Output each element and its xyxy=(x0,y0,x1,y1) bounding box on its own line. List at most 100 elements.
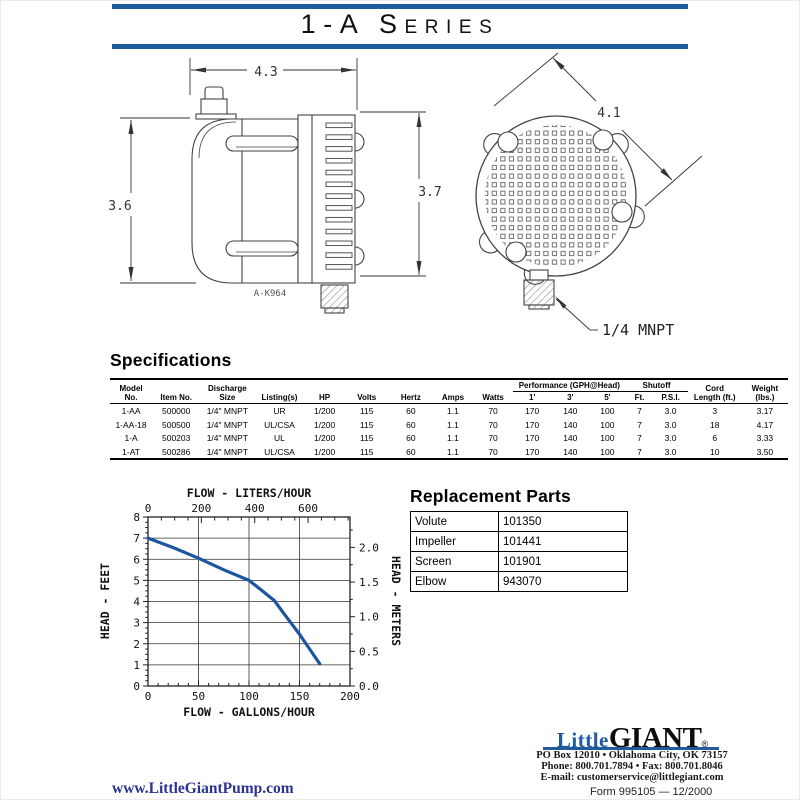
table-cell: 1.1 xyxy=(447,446,459,457)
column-header-hertz: Hertz xyxy=(388,379,433,405)
left-axis-title: HEAD - FEET xyxy=(98,563,112,639)
table-cell: 170 xyxy=(525,446,540,457)
part-number: 101901 xyxy=(498,551,628,572)
table-cell: UL xyxy=(274,433,285,444)
part-name: Elbow xyxy=(410,571,499,592)
drawing-part-code: A-K964 xyxy=(254,289,287,299)
bottom-axis-title: FLOW - GALLONS/HOUR xyxy=(183,705,315,719)
table-cell: UL/CSA xyxy=(264,419,295,430)
shutoff-group-header: Shutoff xyxy=(625,379,688,393)
address-line: PO Box 12010 • Oklahoma City, OK 73157 xyxy=(536,750,728,761)
part-name: Impeller xyxy=(410,531,499,552)
side-view-threaded-fitting xyxy=(320,284,349,314)
table-cell: 70 xyxy=(488,406,498,417)
table-cell: 170 xyxy=(525,419,540,430)
table-cell: 500500 xyxy=(161,419,191,430)
left-tick-label: 7 xyxy=(133,532,140,545)
column-header-volts: Volts xyxy=(344,379,389,405)
right-axis-title: HEAD - METERS xyxy=(389,556,403,646)
logo-rule xyxy=(543,747,719,750)
side-view-dimension-arrows xyxy=(128,67,422,281)
table-cell: 500000 xyxy=(161,406,191,417)
table-cell: 1.1 xyxy=(447,433,459,444)
table-cell: 7 xyxy=(637,419,642,430)
table-cell: 1-AT xyxy=(122,446,140,457)
left-tick-label: 3 xyxy=(133,617,140,630)
technical-drawings: 4.3 3.6 3.7 A-K964 xyxy=(108,52,703,339)
table-cell: 115 xyxy=(359,406,374,417)
table-cell: 60 xyxy=(406,446,416,457)
table-cell: 3.33 xyxy=(756,433,774,444)
column-header-3ft: 3' xyxy=(551,391,590,405)
column-header-cord: Cord Length (ft.) xyxy=(687,379,742,405)
table-cell: 115 xyxy=(359,433,374,444)
performance-group-header: Performance (GPH@Head) xyxy=(513,379,626,393)
side-view-dimension-lines xyxy=(120,58,426,284)
table-cell: 3.17 xyxy=(756,406,774,417)
column-header-listings: Listing(s) xyxy=(254,379,305,405)
table-cell: 100 xyxy=(600,406,615,417)
right-tick-label: 0.5 xyxy=(359,645,379,658)
bottom-tick-label: 0 xyxy=(145,690,152,703)
table-cell: 70 xyxy=(488,419,498,430)
table-cell: 3.50 xyxy=(756,446,774,457)
website-link[interactable]: www.LittleGiantPump.com xyxy=(112,780,294,797)
performance-curve xyxy=(146,536,322,666)
part-number: 101350 xyxy=(498,511,628,532)
front-diagonal-dimension: 4.1 xyxy=(597,106,620,121)
table-cell: 1/4" MNPT xyxy=(206,419,248,430)
left-tick-label: 2 xyxy=(133,638,140,651)
table-cell: 7 xyxy=(637,406,642,417)
table-cell: 70 xyxy=(488,446,498,457)
table-cell: 100 xyxy=(600,446,615,457)
replacement-parts-heading: Replacement Parts xyxy=(410,486,571,506)
left-tick-label: 8 xyxy=(133,511,140,524)
table-cell: 1/4" MNPT xyxy=(206,446,248,457)
phone-fax-line: Phone: 800.701.7894 • Fax: 800.701.8046 xyxy=(541,761,723,772)
right-tick-label: 0.0 xyxy=(359,680,379,693)
page-title: 1-A Series xyxy=(300,9,500,39)
email-line: E-mail: customerservice@littlegiant.com xyxy=(540,772,724,783)
table-cell: UR xyxy=(273,406,286,417)
table-cell: 140 xyxy=(563,419,578,430)
bottom-tick-label: 50 xyxy=(192,690,205,703)
column-header-item: Item No. xyxy=(152,379,201,405)
front-view-threaded-fitting xyxy=(523,269,555,310)
form-number: Form 995105 — 12/2000 xyxy=(590,786,713,798)
column-header-weight: Weight (lbs.) xyxy=(741,379,788,405)
table-cell: 60 xyxy=(406,406,416,417)
column-header-1ft: 1' xyxy=(513,391,552,405)
bottom-tick-label: 150 xyxy=(290,690,310,703)
table-cell: 140 xyxy=(563,406,578,417)
table-cell: 7 xyxy=(637,433,642,444)
title-rule-bottom xyxy=(112,44,688,49)
right-tick-label: 2.0 xyxy=(359,541,379,554)
right-tick-label: 1.5 xyxy=(359,576,379,589)
table-cell: 10 xyxy=(709,446,720,457)
table-cell: 60 xyxy=(406,433,416,444)
table-cell: 1-A xyxy=(124,433,138,444)
table-cell: UL/CSA xyxy=(264,446,295,457)
side-height-left-dimension: 3.6 xyxy=(108,199,131,214)
table-cell: 115 xyxy=(359,419,374,430)
table-cell: 3 xyxy=(712,406,718,417)
left-tick-label: 6 xyxy=(133,553,140,566)
top-tick-label: 400 xyxy=(245,502,265,515)
table-cell: 1.1 xyxy=(447,406,459,417)
fitting-leader-line xyxy=(555,298,598,331)
table-cell: 1-AA xyxy=(121,406,141,417)
table-cell: 70 xyxy=(488,433,498,444)
top-tick-label: 200 xyxy=(191,502,211,515)
bottom-tick-label: 100 xyxy=(239,690,259,703)
column-header-hp: HP xyxy=(304,379,345,405)
right-tick-label: 1.0 xyxy=(359,611,379,624)
column-header-watts: Watts xyxy=(473,379,514,405)
table-cell: 140 xyxy=(563,433,578,444)
table-cell: 6 xyxy=(712,433,718,444)
column-header-model: Model No. xyxy=(110,379,153,405)
specifications-table: Model No. Item No. Discharge Size Listin… xyxy=(110,378,788,461)
